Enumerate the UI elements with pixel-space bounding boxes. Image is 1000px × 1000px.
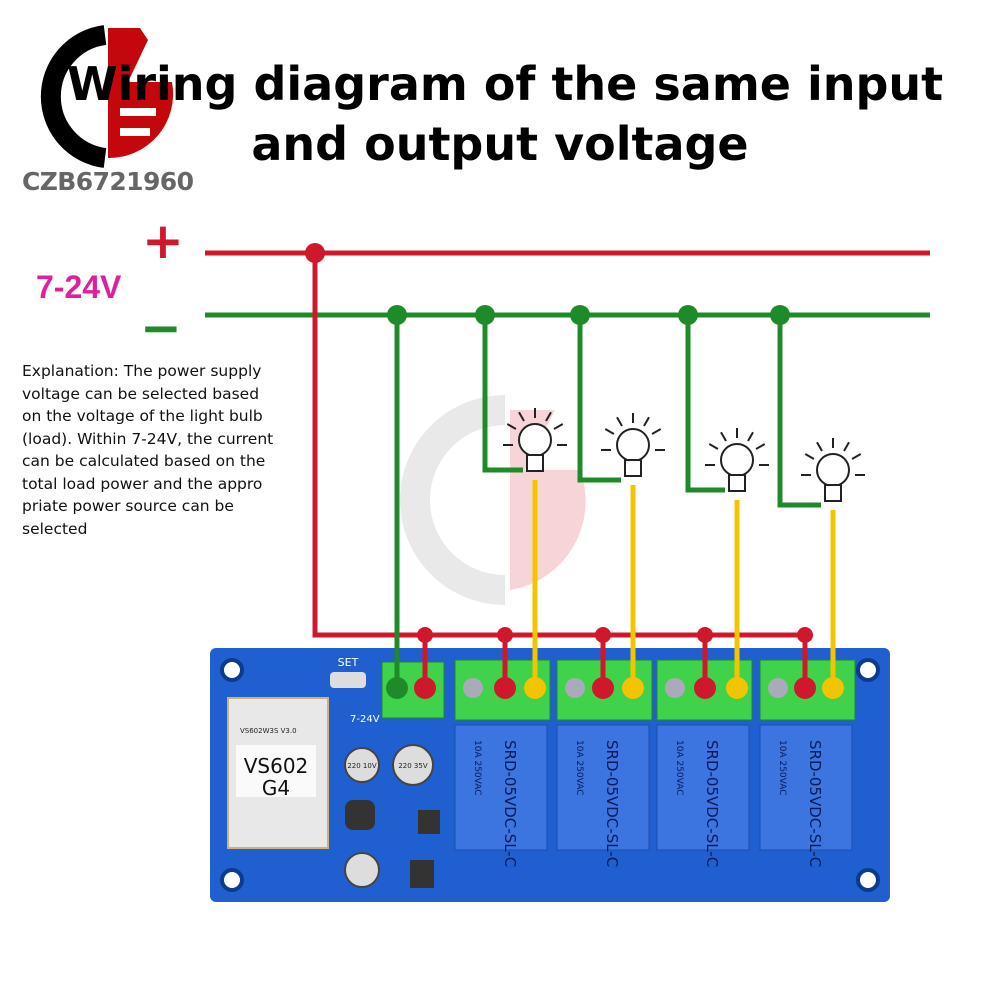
- terminal-screw: [463, 678, 483, 698]
- relay-model-label: SRD-05VDC-SL-C: [501, 740, 519, 867]
- junction-dot: [678, 305, 698, 325]
- explanation-line: on the voltage of the light bulb: [22, 407, 263, 425]
- junction-dot: [694, 677, 716, 699]
- bulb-ray: [755, 443, 766, 450]
- bulb-glass: [720, 443, 754, 477]
- junction-dot: [570, 305, 590, 325]
- load-return-wire: [777, 315, 821, 508]
- junction-dot: [387, 305, 407, 325]
- junction-dot: [305, 243, 325, 263]
- bulb-ray: [518, 411, 525, 422]
- module-label: VS602: [244, 754, 309, 778]
- set-label: SET: [338, 656, 359, 669]
- relay-rating-label: 10A 250VAC: [472, 740, 482, 796]
- explanation-line: (load). Within 7-24V, the current: [22, 429, 274, 448]
- positive-label: +: [142, 212, 184, 270]
- watermark-logo: [400, 395, 586, 605]
- junction-dot: [726, 677, 748, 699]
- junction-dot: [770, 305, 790, 325]
- junction-dot: [592, 677, 614, 699]
- bulb-ray: [604, 428, 615, 435]
- bulb-ray: [851, 453, 862, 460]
- positive-feed: [312, 253, 808, 638]
- junction-dot: [524, 677, 546, 699]
- load-return-wire: [577, 315, 621, 483]
- bulb-glass: [616, 428, 650, 462]
- title-line-1: Wiring diagram of the same input: [67, 57, 943, 111]
- junction-dot: [797, 627, 813, 643]
- bulb-ray: [747, 431, 754, 442]
- junction-dot: [794, 677, 816, 699]
- terminal-screw: [665, 678, 685, 698]
- relay-model-label: SRD-05VDC-SL-C: [603, 740, 621, 867]
- junction-dot: [822, 677, 844, 699]
- relay-rating-label: 10A 250VAC: [777, 740, 787, 796]
- module-silk: VS602W3S V3.0: [240, 727, 297, 735]
- explanation-line: priate power source can be: [22, 497, 234, 515]
- negative-label: −: [140, 299, 182, 357]
- light-bulb-icon: [601, 413, 665, 477]
- junction-dot: [595, 627, 611, 643]
- bulb-ray: [720, 431, 727, 442]
- relay: [759, 724, 853, 851]
- bulb-glass: [518, 423, 552, 457]
- cap1-label: 220 10V: [347, 762, 376, 770]
- load-return-wire: [482, 315, 523, 473]
- junction-dot: [497, 627, 513, 643]
- relay-model-label: SRD-05VDC-SL-C: [703, 740, 721, 867]
- light-bulb-icon: [503, 408, 567, 472]
- bulb-ray: [643, 416, 650, 427]
- terminal-screw: [768, 678, 788, 698]
- voltage-label: 7-24V: [36, 269, 122, 305]
- explanation-line: selected: [22, 519, 88, 538]
- load-return-wire: [685, 315, 725, 493]
- relay-rating-label: 10A 250VAC: [574, 740, 584, 796]
- relay: [656, 724, 750, 851]
- bulb-base: [728, 474, 746, 492]
- junction-dot: [475, 305, 495, 325]
- relay-rating-label: 10A 250VAC: [674, 740, 684, 796]
- explanation-line: Explanation: The power supply: [22, 362, 262, 380]
- explanation-line: can be calculated based on the: [22, 452, 266, 470]
- wiring: [205, 243, 930, 699]
- bulb-ray: [804, 453, 815, 460]
- junction-dot: [386, 677, 408, 699]
- relay: [556, 724, 650, 851]
- bulb-ray: [816, 441, 823, 452]
- input-label: 7-24V: [350, 714, 380, 725]
- logo-text: CZB6721960: [22, 167, 194, 196]
- bulb-ray: [708, 443, 719, 450]
- relay: [454, 724, 548, 851]
- explanation-line: total load power and the appro: [22, 474, 263, 493]
- title-line-2: and output voltage: [251, 117, 748, 171]
- junction-dot: [494, 677, 516, 699]
- light-bulb-icon: [801, 438, 865, 502]
- junction-dot: [697, 627, 713, 643]
- module-sublabel: G4: [262, 776, 290, 800]
- relay-model-label: SRD-05VDC-SL-C: [806, 740, 824, 867]
- junction-dot: [417, 627, 433, 643]
- bulb-ray: [506, 423, 517, 430]
- explanation-text: Explanation: The power supply voltage ca…: [22, 360, 312, 540]
- bulb-glass: [816, 453, 850, 487]
- bulb-ray: [616, 416, 623, 427]
- bulb-ray: [651, 428, 662, 435]
- bulb-ray: [553, 423, 564, 430]
- bulb-ray: [545, 411, 552, 422]
- bulb-base: [526, 454, 544, 472]
- explanation-line: voltage can be selected based: [22, 384, 260, 403]
- bulb-ray: [843, 441, 850, 452]
- bulb-base: [624, 459, 642, 477]
- brand-logo: CZB6721960: [22, 25, 194, 196]
- junction-dot: [622, 677, 644, 699]
- cap2-label: 220 35V: [398, 762, 427, 770]
- light-bulb-icon: [705, 428, 769, 492]
- bulb-base: [824, 484, 842, 502]
- junction-dot: [414, 677, 436, 699]
- terminal-screw: [565, 678, 585, 698]
